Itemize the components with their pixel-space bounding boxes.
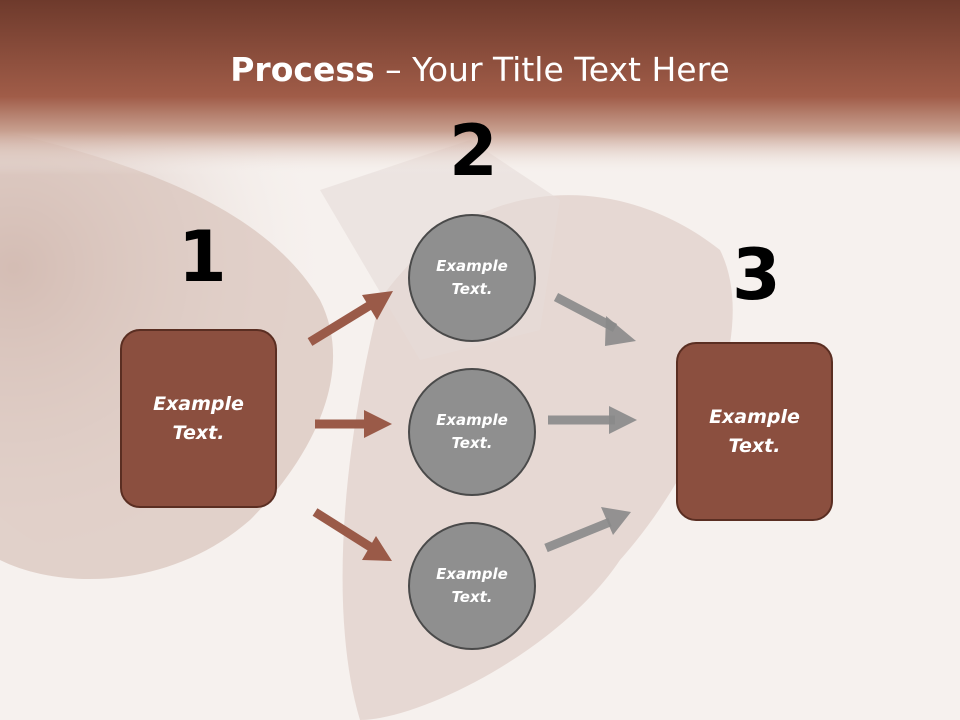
- step-number-2: 2: [449, 110, 498, 192]
- arrow-left-down: [312, 508, 375, 552]
- title-bold: Process: [230, 50, 375, 89]
- circle-middle: Example Text.: [408, 368, 536, 496]
- circle-top: Example Text.: [408, 214, 536, 342]
- right-box-line2: Text.: [728, 434, 781, 457]
- left-box-line2: Text.: [172, 421, 225, 444]
- left-box-line1: Example: [153, 392, 244, 415]
- left-box: Example Text.: [120, 329, 277, 508]
- circle-top-line1: Example: [436, 257, 508, 275]
- title-rest: – Your Title Text Here: [374, 50, 730, 89]
- arrow-right-down: [544, 517, 612, 553]
- arrow-right-up: [553, 293, 618, 332]
- circle-top-line2: Text.: [451, 280, 493, 298]
- circle-middle-line1: Example: [436, 411, 508, 429]
- circle-bottom: Example Text.: [408, 522, 536, 650]
- circle-middle-line2: Text.: [451, 434, 493, 452]
- arrow-left-up: [307, 300, 375, 346]
- circle-bottom-line1: Example: [436, 565, 508, 583]
- step-number-3: 3: [732, 234, 781, 316]
- step-number-1: 1: [178, 216, 227, 298]
- circle-bottom-line2: Text.: [451, 588, 493, 606]
- right-box-line1: Example: [709, 405, 800, 428]
- right-box: Example Text.: [676, 342, 833, 521]
- slide-title: Process – Your Title Text Here: [0, 50, 960, 89]
